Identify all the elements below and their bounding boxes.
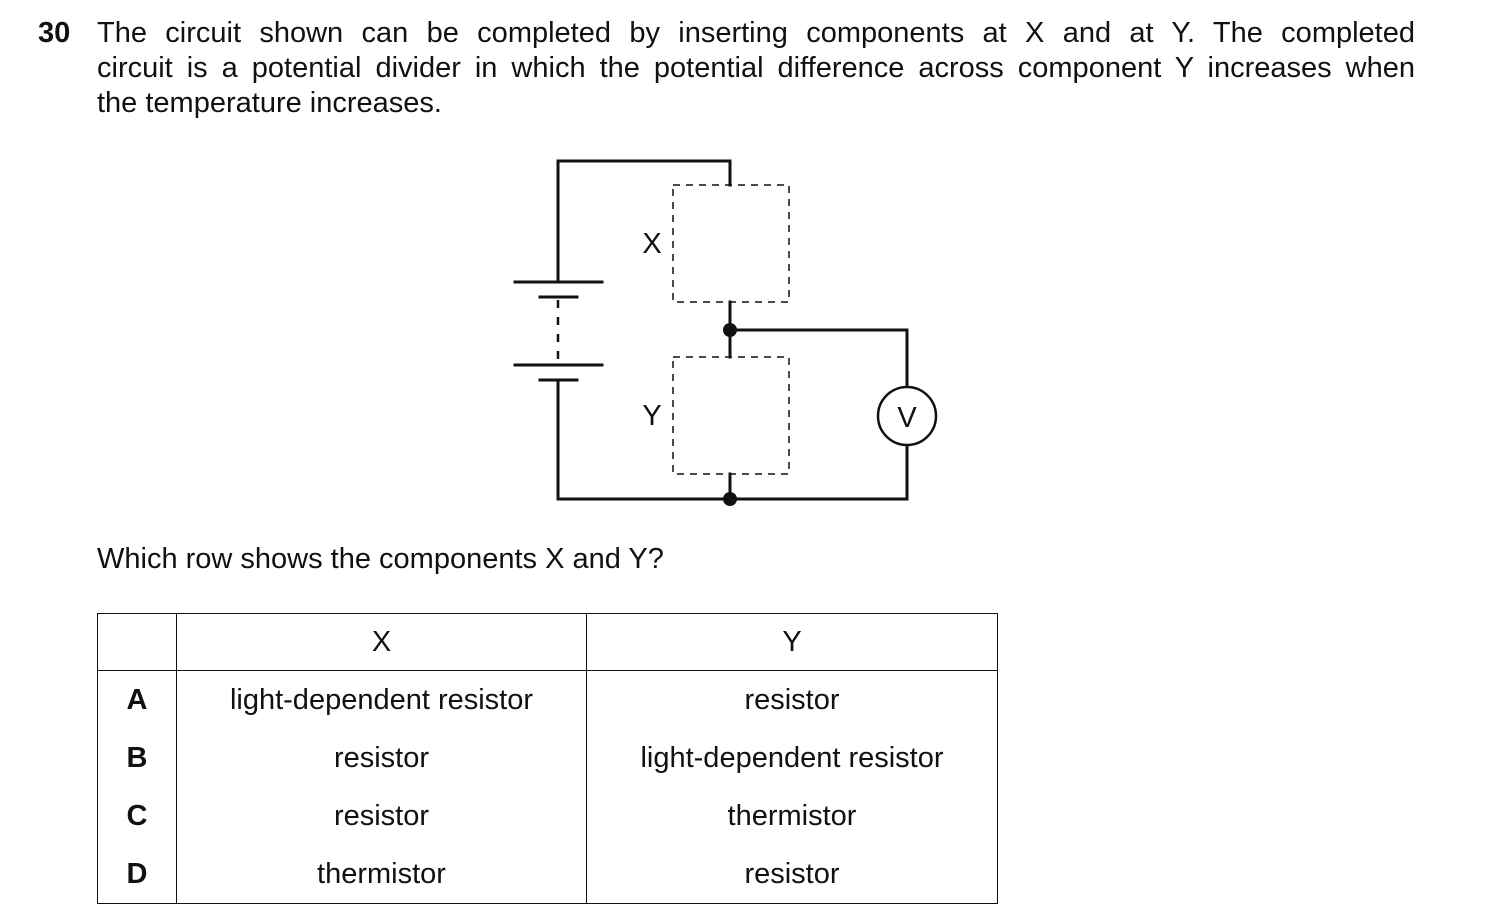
option-letter: D <box>97 845 177 904</box>
question-stem: The circuit shown can be completed by in… <box>97 16 1415 121</box>
component-y-label: Y <box>642 400 661 432</box>
junction-dot <box>723 323 737 337</box>
option-y: light-dependent resistor <box>586 729 998 787</box>
circuit-diagram: V X Y <box>513 159 938 506</box>
option-letter: C <box>97 787 177 845</box>
wire-top <box>556 159 732 284</box>
option-x: thermistor <box>176 845 587 904</box>
option-letter: B <box>97 729 177 787</box>
option-y: resistor <box>586 670 998 729</box>
wire-voltmeter-top <box>728 328 909 389</box>
table-row: C resistor thermistor <box>97 787 998 845</box>
answer-table: X Y A light-dependent resistor resistor … <box>97 613 998 904</box>
question-number: 30 <box>38 17 71 49</box>
question-prompt: Which row shows the components X and Y? <box>97 543 664 575</box>
component-y-box <box>672 356 790 475</box>
stem-line: The circuit shown can be completed by in… <box>97 17 1415 49</box>
option-letter: A <box>97 670 177 729</box>
voltmeter-label: V <box>897 402 917 434</box>
option-x: light-dependent resistor <box>176 670 587 729</box>
component-x-label: X <box>642 228 661 260</box>
header-y-cell: Y <box>586 613 998 671</box>
junction-dot <box>723 492 737 506</box>
header-x-cell: X <box>176 613 587 671</box>
stem-line: circuit is a potential divider in which … <box>97 52 1415 84</box>
option-y: thermistor <box>586 787 998 845</box>
option-x: resistor <box>176 729 587 787</box>
table-row: D thermistor resistor <box>97 845 998 904</box>
table-row: B resistor light-dependent resistor <box>97 729 998 787</box>
option-x: resistor <box>176 787 587 845</box>
component-x-box <box>672 184 790 303</box>
table-row: A light-dependent resistor resistor <box>97 670 998 729</box>
option-y: resistor <box>586 845 998 904</box>
voltmeter-symbol <box>876 385 938 447</box>
stem-line: the temperature increases. <box>97 87 442 119</box>
table-header-row: X Y <box>97 613 998 671</box>
header-letter-cell <box>97 613 177 671</box>
